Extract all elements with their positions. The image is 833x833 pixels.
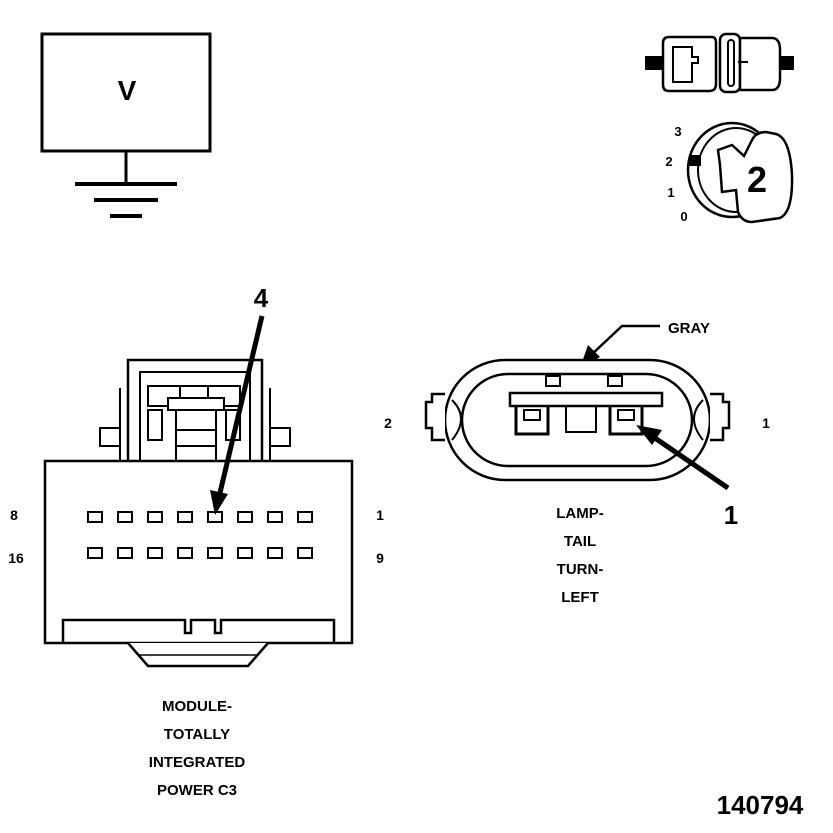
c3-cavities	[87, 511, 313, 559]
c3-cavity	[297, 511, 313, 523]
svg-text:TOTALLY: TOTALLY	[164, 726, 230, 743]
c3-cavity	[147, 511, 163, 523]
voltmeter-label: V	[118, 75, 137, 106]
c3-cavity	[117, 511, 133, 523]
svg-text:LAMP-: LAMP-	[556, 505, 604, 522]
lamp-callout-number: 1	[724, 500, 738, 530]
svg-text:LEFT: LEFT	[561, 589, 599, 606]
svg-text:INTEGRATED: INTEGRATED	[149, 754, 246, 771]
svg-text:MODULE-: MODULE-	[162, 698, 232, 715]
figure-id: 140794	[717, 790, 804, 820]
lamp-pin-label-1: 1	[762, 415, 770, 431]
c3-cavity	[267, 547, 283, 559]
c3-callout-arrow	[210, 315, 265, 515]
svg-text:TAIL: TAIL	[564, 533, 596, 550]
svg-text:POWER C3: POWER C3	[157, 782, 237, 799]
lamp-connector: GRAY 2 1 1 LAMP- TAIL	[384, 320, 770, 606]
c3-cavity	[207, 547, 223, 559]
voltmeter-symbol: V	[40, 32, 212, 218]
c3-cavity	[177, 511, 193, 523]
c3-cavity	[267, 511, 283, 523]
c3-cavity	[237, 511, 253, 523]
svg-text:TURN-: TURN-	[557, 561, 604, 578]
c3-pin-label-9: 9	[376, 550, 384, 566]
connector-disconnect-icon	[645, 32, 794, 94]
lamp-color-label: GRAY	[668, 320, 710, 337]
lamp-callout-arrow	[636, 425, 730, 491]
ground-icon	[75, 182, 177, 218]
lamp-pin-label-2: 2	[384, 415, 392, 431]
c3-caption: MODULE- TOTALLY INTEGRATED POWER C3	[149, 698, 246, 799]
c3-callout-number: 4	[254, 283, 269, 313]
c3-latch	[99, 358, 291, 462]
c3-cavity	[297, 547, 313, 559]
c3-pin-label-1: 1	[376, 507, 384, 523]
c3-cavity	[117, 547, 133, 559]
lamp-caption: LAMP- TAIL TURN- LEFT	[556, 505, 604, 606]
c3-connector: 8 1 16 9 4 MODULE- TOTALLY INTEGRATED PO…	[8, 283, 384, 799]
ignition-pos-2: 2	[665, 154, 672, 169]
c3-cavity	[237, 547, 253, 559]
ignition-pos-1: 1	[667, 185, 674, 200]
c3-cavity	[147, 547, 163, 559]
c3-pin-label-16: 16	[8, 550, 24, 566]
ignition-switch-icon: 3 2 1 0 2	[665, 121, 794, 224]
ignition-pos-3: 3	[674, 124, 681, 139]
ignition-key-position: 2	[747, 159, 767, 200]
c3-pin-label-8: 8	[10, 507, 18, 523]
c3-cavity	[87, 547, 103, 559]
c3-cavity	[87, 511, 103, 523]
ignition-pos-0: 0	[680, 209, 687, 224]
c3-cavity	[177, 547, 193, 559]
